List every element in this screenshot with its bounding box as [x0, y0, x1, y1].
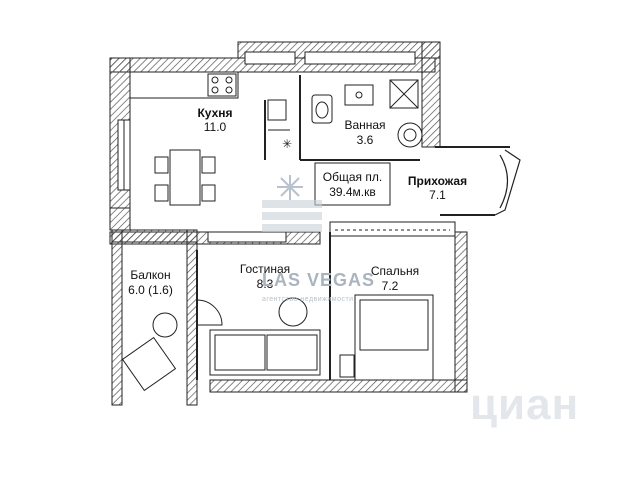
kitchen-counter: ✳ [129, 71, 292, 151]
kitchen-name: Кухня [197, 106, 233, 120]
kitchen-window [117, 119, 131, 191]
wall-right-bed [454, 231, 468, 393]
dining-table [169, 149, 201, 206]
balcony-top [111, 229, 198, 243]
wall-left-mid [109, 207, 131, 231]
living-furniture [207, 231, 321, 376]
total-area-box [314, 162, 391, 206]
chair-icon [154, 184, 169, 202]
hall-name: Прихожая [407, 174, 468, 188]
living-area: 8.3 [256, 277, 274, 291]
chair-icon [154, 156, 169, 174]
top-windows [244, 51, 416, 65]
balcony-furniture [121, 312, 178, 392]
living-name: Гостиная [239, 262, 291, 276]
balcony-left [111, 229, 123, 406]
hall-area: 7.1 [429, 188, 446, 202]
bedroom-area: 7.2 [381, 279, 399, 293]
total-value: 39.4м.кв [329, 185, 376, 199]
agency-watermark: LAS VEGAS [262, 270, 376, 290]
coffee-table-icon [278, 297, 308, 327]
entrance-door [494, 149, 521, 216]
kitchen-area: 11.0 [203, 120, 227, 134]
chair-icon [201, 184, 216, 202]
stove-icon [207, 73, 237, 97]
bath-name: Ванная [344, 118, 386, 132]
agency-subtitle-watermark: агентство недвижимости [262, 296, 354, 303]
balcony-area: 6.0 (1.6) [128, 283, 173, 297]
portal-watermark: циан [470, 380, 580, 429]
wardrobe [329, 221, 456, 237]
bed [339, 294, 434, 381]
chair-icon [201, 156, 216, 174]
balcony-right [186, 229, 198, 406]
dining-set [154, 149, 216, 206]
fridge-icon [267, 99, 287, 121]
agency-logo-bars [262, 200, 322, 232]
tv-console [207, 231, 287, 243]
total-label: Общая пл. [322, 170, 383, 184]
wall-right-bath [421, 41, 441, 148]
wall-bottom [209, 379, 468, 393]
lounge-chair-icon [121, 336, 177, 392]
bath-area: 3.6 [356, 133, 374, 147]
bedroom-name: Спальня [370, 264, 420, 278]
vent-icon: ✳ [282, 137, 292, 151]
nightstand-icon [339, 354, 355, 378]
bathroom-fixtures [311, 79, 423, 148]
balcony-table-icon [152, 312, 178, 338]
balcony-name: Балкон [130, 268, 171, 282]
agency-logo [277, 175, 303, 200]
balcony-door [196, 299, 223, 326]
